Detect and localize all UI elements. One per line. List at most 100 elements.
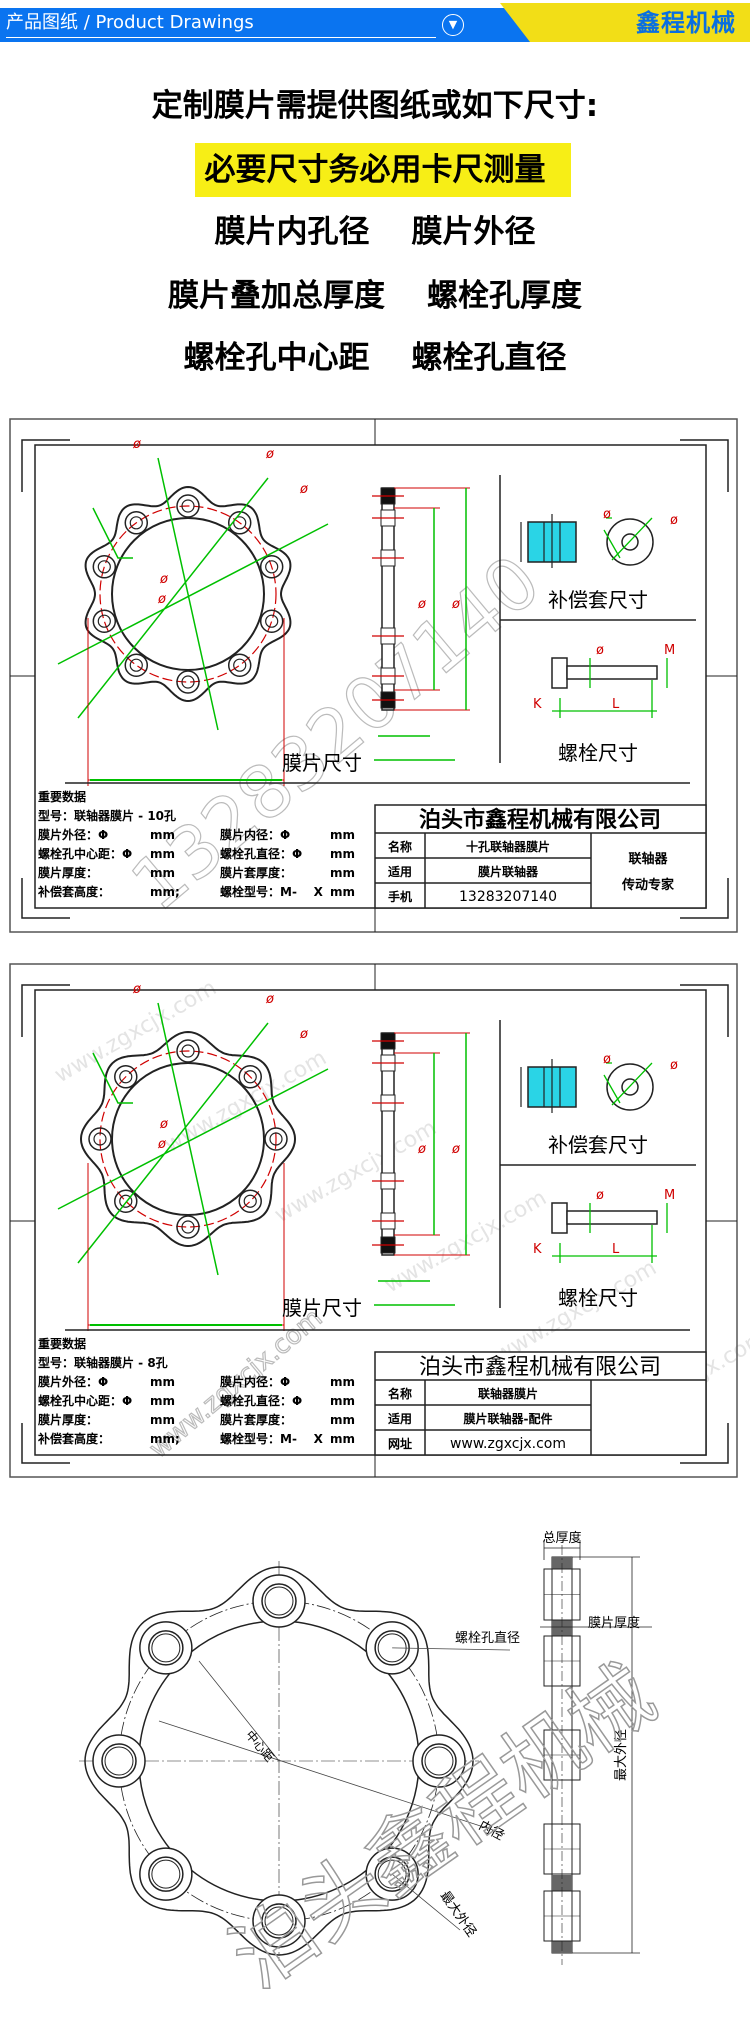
drawing-sheet: www.zgxcjx.comwww.zgxcjx.comwww.zgxcjx.c…: [9, 963, 750, 1478]
diameter-symbol: ø: [451, 1142, 461, 1157]
data-cell: 补偿套高度：: [38, 885, 111, 899]
bolt-hole: [148, 1630, 184, 1666]
bolt-hole: [238, 1189, 262, 1213]
bolt-circle: [99, 505, 277, 683]
data-cell: mm: [330, 1394, 356, 1408]
bolt-hole-inner: [129, 516, 143, 530]
bushing-size-label: 补偿套尺寸: [548, 1133, 648, 1157]
diaphragm-size-label: 膜片尺寸: [282, 1296, 362, 1320]
intro-item: 螺栓孔厚度: [427, 278, 582, 314]
data-cell: 补偿套高度：: [38, 1432, 111, 1446]
intro-item: 螺栓孔直径: [411, 340, 567, 376]
title-block: [374, 804, 707, 909]
section-header-bar: [0, 8, 560, 42]
bolt-hole-boss: [252, 1894, 306, 1948]
diameter-symbol: ø: [157, 1137, 167, 1152]
bolt-hole-inner: [93, 1132, 107, 1146]
company-name: 泊头市鑫程机械有限公司: [419, 1355, 661, 1380]
bolt-hole-inner: [119, 1194, 133, 1208]
diameter-symbol: ø: [157, 592, 167, 607]
title-block-grid: [375, 832, 706, 908]
data-cell: 螺栓孔直径：Φ: [220, 847, 303, 861]
table-label: 手机: [388, 889, 412, 904]
highlight-box: [195, 143, 571, 197]
intro-item-row: 膜片内孔径膜片外径: [0, 212, 750, 252]
bolt-size-label: 螺栓尺寸: [558, 1286, 638, 1310]
bolt-hole-inner: [377, 1859, 407, 1889]
data-cell: 膜片外径：Φ: [38, 1375, 109, 1389]
model-line: 型号：联轴器膜片 - 10孔: [38, 809, 177, 823]
slogan-line: 传动专家: [621, 877, 675, 893]
bolt-hole-inner: [233, 658, 247, 672]
bolt-hole: [124, 653, 149, 677]
diaphragm-stack: [552, 1620, 572, 1636]
intro-caliper-note: 必要尺寸务必用卡尺测量: [204, 152, 546, 188]
bolt-dimensions: [552, 1203, 668, 1263]
diameter-symbol: ø: [265, 447, 275, 462]
data-cell: 螺栓型号：M- X: [220, 1432, 323, 1446]
bolt-hole: [261, 1583, 297, 1619]
flange-outline: [79, 1030, 297, 1248]
bushing-lines: [520, 1059, 561, 1113]
bolt-hole-inner: [264, 1586, 294, 1616]
diameter-symbol: ø: [451, 597, 461, 612]
bolt-label-k: K: [533, 697, 542, 712]
data-cell: mm: [150, 1375, 176, 1389]
bolt-label-l: L: [612, 697, 620, 712]
bolt-label-l: L: [612, 1242, 620, 1257]
diameter-symbol: ø: [159, 572, 169, 587]
bolt-hole-inner: [181, 675, 195, 689]
bolt-hole-dia-label: 螺栓孔直径: [455, 1631, 520, 1646]
bolt-label-m: M: [664, 643, 675, 658]
chevron-down-icon[interactable]: ▼: [442, 14, 464, 36]
slogan-line: 联轴器: [628, 851, 668, 867]
bolt-hole-inner: [233, 516, 247, 530]
bolt-hole: [88, 1127, 112, 1151]
diameter-symbol: ø: [670, 513, 678, 528]
brand-banner: [500, 3, 750, 42]
leader-lines: [158, 1647, 511, 1931]
table-label: 名称: [388, 839, 412, 854]
data-cell: mm: [150, 866, 176, 880]
data-cell: 膜片套厚度：: [220, 866, 293, 880]
bolt-hole: [421, 1743, 457, 1779]
bolt-hole: [227, 653, 252, 677]
bolt-hole-inner: [243, 1070, 257, 1084]
diameter-symbol: ø: [603, 1052, 611, 1067]
data-cell: mm: [330, 828, 356, 842]
diameter-symbol: ø: [417, 1142, 427, 1157]
table-value: 膜片联轴器: [478, 864, 539, 879]
bolt-hole-inner: [151, 1859, 181, 1889]
bolt-hole: [238, 1065, 262, 1089]
data-section-title: 重要数据: [38, 1337, 87, 1351]
table-label: 适用: [388, 864, 412, 879]
center-ticks: [10, 419, 737, 932]
data-cell: 膜片套厚度：: [220, 1413, 293, 1427]
watermark: www.zgxcjx.com: [271, 1115, 441, 1228]
intro-item: 膜片外径: [411, 214, 536, 250]
bolt-shank: [566, 1210, 658, 1225]
table-label: 适用: [388, 1411, 412, 1426]
bolt-head: [551, 657, 568, 689]
table-label: 网址: [388, 1436, 412, 1451]
table-value: 联轴器膜片: [478, 1386, 538, 1401]
section-title: 产品图纸 / Product Drawings: [6, 12, 254, 33]
bolt-hole: [261, 1903, 297, 1939]
title-block-grid: [375, 1379, 706, 1455]
bolt-hole: [176, 494, 200, 518]
dimension-lines: [57, 457, 329, 731]
bolt-hole-inner: [151, 1633, 181, 1663]
diameter-symbol: ø: [159, 1117, 169, 1132]
data-cell: 螺栓孔直径：Φ: [220, 1394, 303, 1408]
panel-dividers: [499, 475, 696, 763]
bolt-hole-boss: [92, 1734, 146, 1788]
bolt-label-m: M: [664, 1188, 675, 1203]
